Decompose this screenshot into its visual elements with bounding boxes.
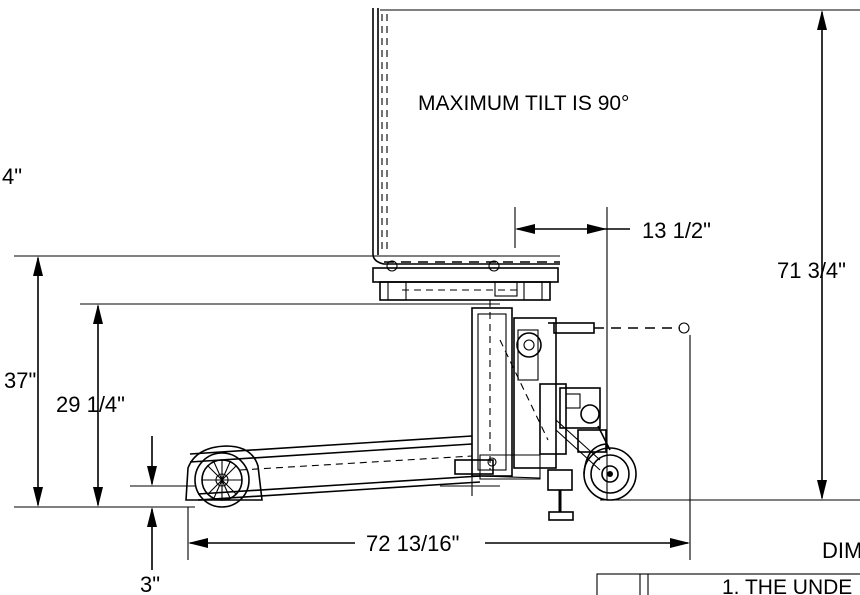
handle (548, 322, 690, 334)
dimension-reach: 13 1/2" (642, 218, 711, 243)
title-block (596, 573, 860, 595)
front-wheel (583, 425, 637, 501)
dimension-height-29: 29 1/4" (56, 392, 125, 417)
tilted-fork-outline (372, 8, 560, 265)
mast (471, 300, 567, 477)
extension-lines (14, 9, 860, 560)
dimension-ground-clearance: 3" (140, 572, 160, 595)
chassis-frame (189, 435, 541, 501)
dimension-lines (33, 10, 827, 570)
dimension-left-partial: 4" (2, 164, 22, 189)
rear-wheel (185, 445, 263, 508)
title-block-row-text: 1. THE UNDE (722, 576, 852, 595)
hydraulic-unit (479, 387, 607, 521)
dimension-height-37: 37" (4, 368, 36, 393)
fork-carriage (372, 260, 559, 301)
dimension-overall-length: 72 13/16" (366, 531, 459, 556)
tilt-note: MAXIMUM TILT IS 90° (418, 92, 629, 115)
dimension-overall-height: 71 3/4" (777, 258, 846, 283)
title-block-heading: DIM (822, 538, 860, 563)
